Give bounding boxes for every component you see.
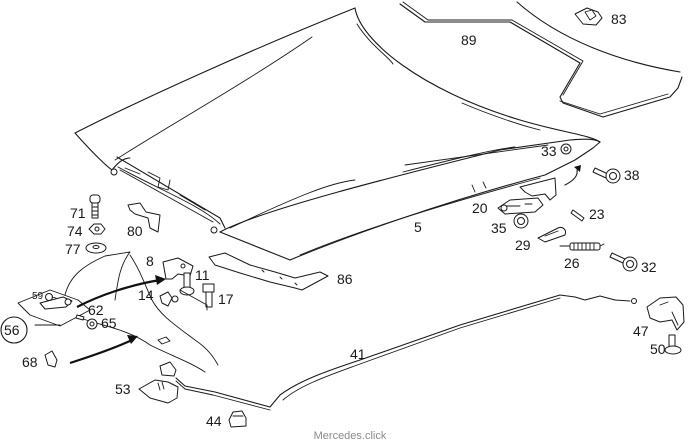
callout-17[interactable]: 17	[218, 291, 234, 307]
bolt-71[interactable]	[89, 194, 101, 219]
screw-50[interactable]	[664, 334, 682, 355]
callout-83[interactable]: 83	[611, 11, 627, 27]
release-handle-53[interactable]	[138, 361, 179, 404]
arrowhead	[155, 275, 166, 285]
callout-89[interactable]: 89	[461, 32, 477, 48]
reinforcement-bracket-86[interactable]	[208, 252, 329, 291]
insulation-mat-89[interactable]	[399, 1, 683, 118]
callout-50[interactable]: 50	[650, 341, 666, 357]
callout-53[interactable]: 53	[115, 381, 131, 397]
release-cable-41[interactable]	[175, 294, 637, 411]
leader-line	[179, 289, 208, 311]
hinge-assembly-56[interactable]	[17, 289, 91, 327]
retainer-80[interactable]	[127, 202, 161, 233]
callout-41[interactable]: 41	[350, 346, 366, 362]
callout-26[interactable]: 26	[564, 255, 580, 271]
hood-latch-47[interactable]	[646, 296, 685, 331]
callout-77[interactable]: 77	[65, 241, 81, 257]
callout-44[interactable]: 44	[206, 413, 222, 429]
callout-33[interactable]: 33	[541, 143, 557, 159]
clip-14[interactable]	[159, 291, 179, 307]
callout-35[interactable]: 35	[491, 220, 507, 236]
hinge-motion-arrow	[564, 169, 578, 186]
callout-80[interactable]: 80	[127, 223, 143, 239]
callout-11[interactable]: 11	[195, 267, 210, 283]
pin-62[interactable]	[75, 314, 85, 321]
screw-59[interactable]	[45, 293, 57, 301]
bolt-with-washer-11[interactable]	[179, 272, 195, 296]
bump-stop-33[interactable]	[560, 143, 572, 155]
callout-20[interactable]: 20	[472, 200, 488, 216]
body-panel-outline	[64, 251, 219, 373]
callout-47[interactable]: 47	[633, 323, 649, 339]
callout-29[interactable]: 29	[515, 237, 531, 253]
spring-26[interactable]	[559, 242, 605, 251]
callout-68[interactable]: 68	[22, 354, 38, 370]
callout-86[interactable]: 86	[337, 271, 353, 287]
nut-35[interactable]	[513, 213, 529, 229]
nut-74[interactable]	[88, 223, 106, 235]
washer-77[interactable]	[85, 242, 107, 254]
callout-71[interactable]: 71	[70, 205, 86, 221]
callout-74[interactable]: 74	[67, 223, 83, 239]
hinge-lever-20[interactable]	[497, 177, 557, 215]
callout-38[interactable]: 38	[624, 167, 640, 183]
callout-23[interactable]: 23	[589, 206, 605, 222]
assembly-arrow	[69, 339, 133, 365]
pin-23[interactable]	[570, 209, 585, 222]
assembly-arrow	[76, 278, 161, 308]
bolt-32[interactable]	[609, 252, 638, 272]
arrowhead	[574, 165, 581, 172]
cable-clip-44[interactable]	[228, 410, 247, 428]
callout-8[interactable]: 8	[146, 253, 154, 269]
bolt-38[interactable]	[592, 167, 621, 184]
callout-32[interactable]: 32	[641, 259, 657, 275]
callout-59[interactable]: 59	[32, 291, 44, 302]
arrowhead	[127, 335, 138, 344]
callout-5[interactable]: 5	[414, 219, 422, 235]
link-plate-29[interactable]	[537, 227, 566, 243]
clip-83[interactable]	[574, 7, 603, 26]
callout-65[interactable]: 65	[101, 315, 117, 331]
clip-68[interactable]	[44, 350, 58, 368]
bolt-17[interactable]	[202, 283, 215, 308]
watermark: Mercedes.click	[313, 430, 387, 442]
callout-14[interactable]: 14	[138, 287, 154, 303]
callout-56[interactable]: 56	[4, 322, 20, 338]
callout-56-circle	[0, 316, 28, 344]
callout-62[interactable]: 62	[88, 302, 104, 318]
nut-65[interactable]	[86, 318, 98, 330]
hood-panel-5[interactable]	[74, 7, 601, 261]
